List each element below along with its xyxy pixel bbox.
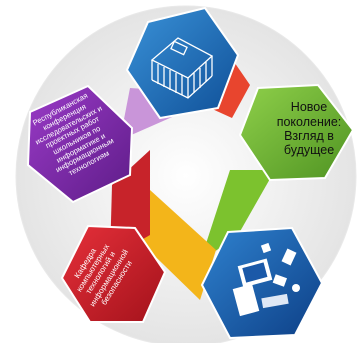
hexagon-right: [238, 83, 355, 182]
computer-equipment-icon: [232, 242, 300, 317]
hexagon-bottom-left: [60, 224, 167, 323]
hexagon-top: [125, 6, 240, 120]
hexagon-right-label: Новое поколение: Взгляд в будущее: [266, 88, 352, 170]
hexagon-left: [26, 84, 134, 204]
new-generation-label: Новое поколение: Взгляд в будущее: [276, 100, 342, 158]
building-icon: [150, 37, 214, 99]
wedge-right-bottom: [200, 170, 275, 262]
